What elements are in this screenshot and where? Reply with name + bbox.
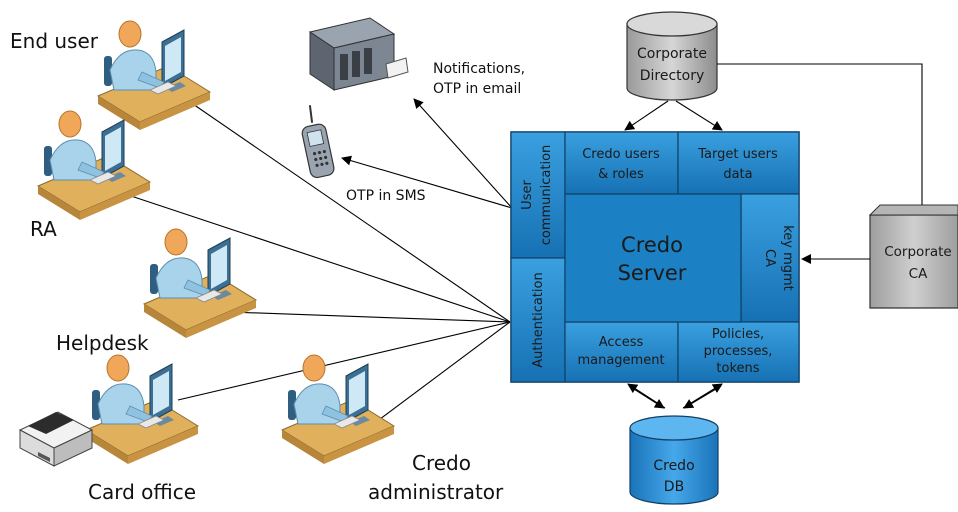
db-arrow-up xyxy=(627,383,666,409)
credo-db: Credo DB xyxy=(629,415,719,505)
user-communication-block xyxy=(510,131,566,259)
credo-admin-label-line2: administrator xyxy=(368,480,504,504)
directory-arrow-right xyxy=(675,100,723,131)
end-user-label: End user xyxy=(10,29,99,53)
policies-block xyxy=(677,321,800,383)
user-comm-label-line2: communication xyxy=(539,145,554,246)
credo-users-label-line1: Credo users xyxy=(582,147,660,162)
sms-arrow xyxy=(341,155,513,209)
printer-icon xyxy=(18,411,94,467)
ca-label-line2: key mgmt xyxy=(780,225,795,291)
end-user-icon xyxy=(97,20,211,131)
target-users-label-line2: data xyxy=(723,167,752,182)
card-office-label: Card office xyxy=(88,480,196,504)
policies-label-line1: Policies, xyxy=(712,327,764,342)
helpdesk-icon xyxy=(143,228,257,339)
access-management-block xyxy=(564,321,679,383)
credo-db-label-line2: DB xyxy=(664,479,684,495)
policies-label-line3: tokens xyxy=(716,361,759,376)
helpdesk-label: Helpdesk xyxy=(56,331,149,355)
credo-users-block xyxy=(564,131,679,195)
credo-db-label-line1: Credo xyxy=(653,458,694,474)
email-label-line2: OTP in email xyxy=(433,81,521,97)
policies-label-line2: processes, xyxy=(704,344,773,359)
ra-icon xyxy=(37,110,151,221)
sms-label: OTP in SMS xyxy=(346,188,426,204)
credo-server-title-line2: Server xyxy=(618,261,687,285)
target-users-label-line1: Target users xyxy=(697,147,778,162)
credo-users-label-line2: & roles xyxy=(598,167,644,182)
db-arrow-down-right xyxy=(683,385,722,409)
access-label-line2: management xyxy=(577,353,664,368)
corporate-ca-label-line2: CA xyxy=(909,266,928,282)
actor-connections xyxy=(127,101,511,429)
target-users-block xyxy=(677,131,800,195)
email-label-line1: Notifications, xyxy=(433,61,525,77)
mail-server-icon xyxy=(308,17,409,91)
card-office-icon xyxy=(85,354,199,465)
ca-label-line1: CA xyxy=(762,249,777,267)
email-arrow xyxy=(413,98,513,209)
credo-server: User communication Authentication CA key… xyxy=(510,131,800,383)
directory-arrow-left xyxy=(624,100,669,131)
credo-server-core xyxy=(564,193,742,323)
credo-admin-label-line1: Credo xyxy=(412,451,471,475)
mobile-phone-icon xyxy=(301,105,335,179)
corporate-ca-label-line1: Corporate xyxy=(884,244,952,260)
directory-label-line2: Directory xyxy=(640,68,705,84)
user-comm-label-line1: User xyxy=(520,180,535,210)
corporate-directory-db: Corporate Directory xyxy=(626,11,718,101)
access-label-line1: Access xyxy=(599,335,644,350)
db-arrow-up-right xyxy=(682,383,723,409)
ra-label: RA xyxy=(30,217,57,241)
db-arrow-down xyxy=(628,385,665,409)
authentication-label: Authentication xyxy=(531,272,546,367)
corporate-ca-box: Corporate CA xyxy=(868,204,958,309)
credo-server-title-line1: Credo xyxy=(621,233,683,257)
directory-ca-link xyxy=(717,63,923,215)
directory-label-line1: Corporate xyxy=(637,46,707,62)
